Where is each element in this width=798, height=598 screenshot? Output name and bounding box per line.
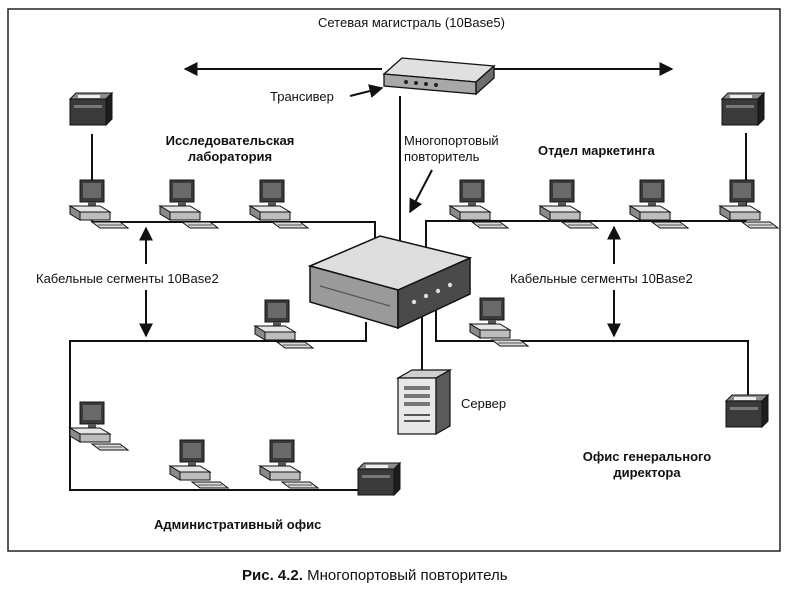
printer-icon	[357, 462, 401, 496]
transceiver-label: Трансивер	[270, 89, 334, 104]
printer-icon	[725, 394, 769, 428]
printer-icon	[721, 92, 765, 126]
multiport-repeater-icon	[307, 235, 473, 330]
workstation-icon	[259, 439, 319, 489]
admin-label: Административный офис	[154, 517, 322, 532]
director-label-line2: директора	[613, 465, 681, 480]
workstation-icon	[469, 297, 529, 347]
admin-segment-line	[69, 322, 376, 491]
diagram-frame	[7, 8, 781, 552]
repeater-label: Многопортовый повторитель	[404, 133, 499, 165]
workstation-icon	[69, 401, 129, 451]
lab-label-line1: Исследовательская	[165, 133, 295, 148]
workstation-icon	[69, 179, 129, 229]
backbone-label: Сетевая магистраль (10Base5)	[318, 15, 505, 30]
transceiver-icon	[382, 57, 496, 96]
director-segment-line	[435, 302, 749, 415]
server-label: Сервер	[461, 396, 507, 411]
director-label-line1: Офис генерального	[582, 449, 712, 464]
lab-label-line2: лаборатория	[187, 149, 273, 164]
segments-right-label: Кабельные сегменты 10Base2	[510, 271, 693, 286]
lab-segment-line	[92, 221, 376, 250]
figure-caption-text: Многопортовый повторитель	[307, 567, 508, 584]
workstation-icon	[159, 179, 219, 229]
director-label: Офис генерального директора	[562, 449, 732, 481]
segments-left-label: Кабельные сегменты 10Base2	[36, 271, 219, 286]
lab-label: Исследовательская лаборатория	[150, 133, 310, 165]
repeater-label-line1: Многопортовый	[404, 133, 499, 148]
figure-caption: Рис. 4.2. Многопортовый повторитель	[242, 567, 508, 584]
workstation-icon	[249, 179, 309, 229]
workstation-icon	[169, 439, 229, 489]
repeater-label-line2: повторитель	[404, 149, 480, 164]
marketing-label: Отдел маркетинга	[538, 143, 655, 158]
server-icon	[395, 368, 453, 436]
repeater-pointer-arrow	[409, 169, 433, 214]
printer-icon	[69, 92, 113, 126]
figure-caption-number: Рис. 4.2.	[242, 567, 303, 584]
transceiver-pointer-arrow	[349, 84, 384, 98]
